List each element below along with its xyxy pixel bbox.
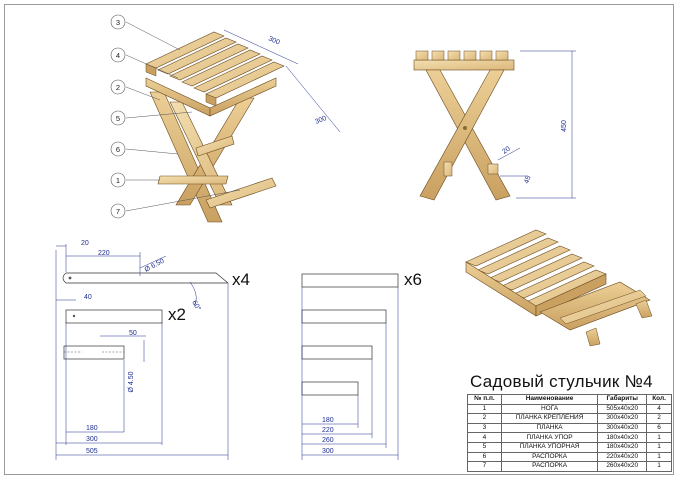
dim-20: 20 xyxy=(81,240,89,247)
dim-300: 300 xyxy=(86,436,98,443)
folded-stool-view xyxy=(465,229,653,347)
dim-angle-45: 45 xyxy=(523,175,532,185)
dim-slat-300: 300 xyxy=(322,448,334,455)
dim-hole-4.5: Ø 4.50 xyxy=(128,371,135,392)
callout-4: 4 xyxy=(116,51,120,60)
dim-180: 180 xyxy=(86,425,98,432)
quantity-x2: x2 xyxy=(168,305,186,324)
side-view: 450 20 45 xyxy=(413,50,576,201)
drawing-title: Садовый стульчик №4 xyxy=(470,372,653,391)
callout-5: 5 xyxy=(116,114,120,123)
dim-220: 220 xyxy=(98,250,110,257)
dim-seat-depth: 300 xyxy=(314,115,328,126)
dim-slat-220: 220 xyxy=(322,427,334,434)
header-dimensions: Габариты xyxy=(597,394,648,405)
leg-detail-view: 20 220 Ø 6.50 40 60° 50 Ø 4.50 180 300 5… xyxy=(55,240,229,460)
callout-3: 3 xyxy=(116,18,120,27)
dim-slat-180: 180 xyxy=(322,417,334,424)
dim-40: 40 xyxy=(84,294,92,301)
header-quantity: Кол. xyxy=(646,394,672,405)
slat-detail-view: 180 220 260 300 xyxy=(301,273,399,460)
callout-1: 1 xyxy=(116,176,120,185)
callout-7: 7 xyxy=(116,207,120,216)
dim-angle-60: 60° xyxy=(190,299,202,312)
isometric-stool-view: 300 300 3 4 2 xyxy=(110,14,341,223)
quantity-x6: x6 xyxy=(404,270,422,289)
header-name: Наименование xyxy=(500,394,599,405)
dim-50: 50 xyxy=(129,330,137,337)
callout-2: 2 xyxy=(116,83,120,92)
sheet-border xyxy=(4,4,674,475)
callout-bubble xyxy=(110,14,126,30)
dim-505: 505 xyxy=(86,448,98,455)
dim-height: 450 xyxy=(561,120,568,132)
quantity-x4: x4 xyxy=(232,270,250,289)
dim-hole-6.5: Ø 6.50 xyxy=(144,258,166,274)
parts-table-header: № п.п. Наименование Габариты Кол. xyxy=(467,394,672,405)
dim-seat-width: 300 xyxy=(267,35,281,46)
header-number: № п.п. xyxy=(467,394,502,405)
dim-support-20: 20 xyxy=(501,146,511,156)
callout-6: 6 xyxy=(116,145,120,154)
dim-slat-260: 260 xyxy=(322,437,334,444)
